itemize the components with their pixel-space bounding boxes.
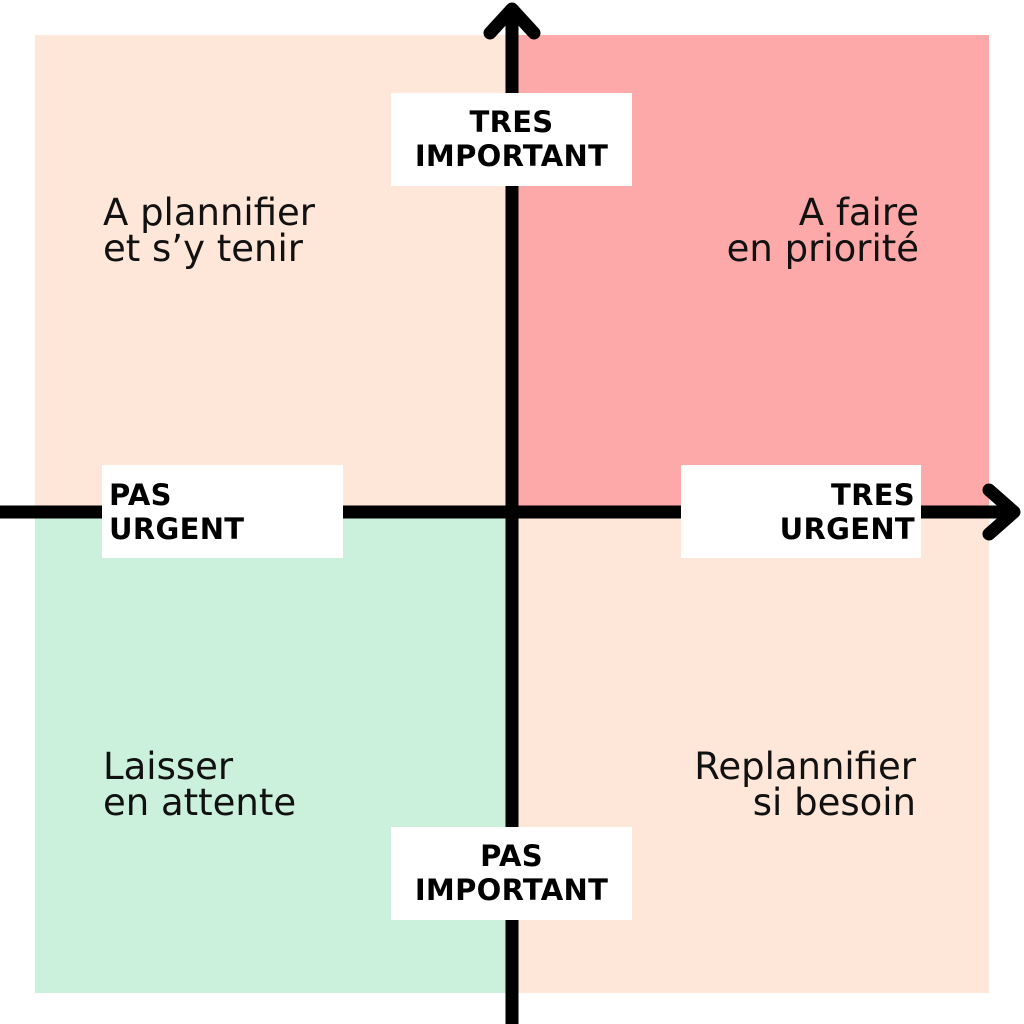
quadrant-reschedule-text: Replannifier si besoin bbox=[694, 745, 916, 824]
axis-label-top-line2: IMPORTANT bbox=[414, 139, 609, 173]
quadrant-do-first-line2: en priorité bbox=[726, 227, 919, 270]
axis-label-left-line1: PAS bbox=[109, 478, 172, 512]
axis-label-not-urgent: PAS URGENT bbox=[102, 465, 343, 558]
quadrant-wait-line2: en attente bbox=[103, 781, 297, 824]
axis-label-not-important: PAS IMPORTANT bbox=[391, 827, 632, 920]
axis-label-very-urgent: TRES URGENT bbox=[681, 465, 921, 558]
axis-label-left-line2: URGENT bbox=[109, 512, 245, 546]
quadrant-wait-text: Laisser en attente bbox=[103, 745, 297, 824]
quadrant-do-first-line1: A faire bbox=[798, 191, 919, 234]
quadrant-wait-line1: Laisser bbox=[103, 745, 234, 788]
axis-label-right-line2: URGENT bbox=[779, 512, 915, 546]
horizontal-axis-arrowhead bbox=[982, 483, 1021, 541]
axis-label-right-line1: TRES bbox=[830, 478, 915, 512]
quadrant-do-first-text: A faire en priorité bbox=[726, 191, 919, 270]
axis-label-bottom-line2: IMPORTANT bbox=[414, 873, 609, 907]
quadrant-plan-line1: A plannifier bbox=[103, 191, 315, 234]
quadrant-reschedule-line1: Replannifier bbox=[694, 745, 916, 788]
axis-label-very-important: TRES IMPORTANT bbox=[391, 93, 632, 186]
quadrant-plan-text: A plannifier et s’y tenir bbox=[103, 191, 315, 270]
quadrant-reschedule-line2: si besoin bbox=[752, 781, 916, 824]
vertical-axis-arrowhead bbox=[483, 2, 541, 40]
axis-label-bottom-line1: PAS bbox=[480, 839, 543, 873]
quadrant-plan-line2: et s’y tenir bbox=[103, 227, 303, 270]
axis-label-top-line1: TRES bbox=[469, 105, 554, 139]
